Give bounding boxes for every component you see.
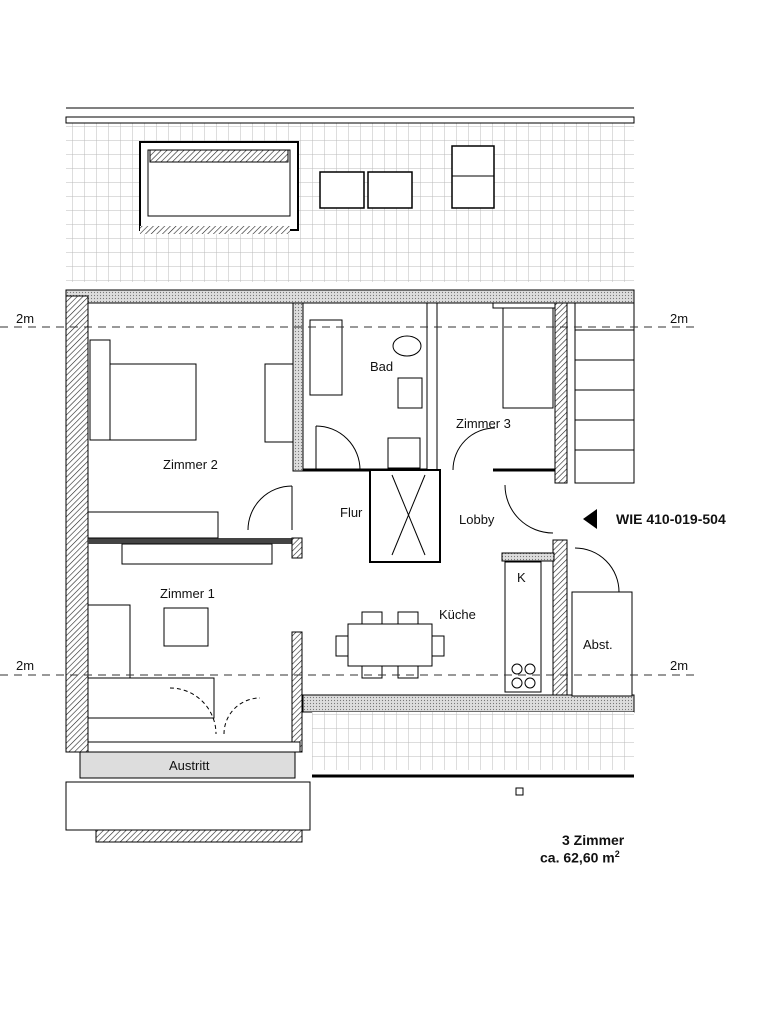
height-marker: 2m [16, 658, 35, 673]
room-label-austritt: Austritt [169, 758, 210, 773]
room-label-zimmer-3: Zimmer 3 [456, 416, 511, 431]
room-label-k: K [517, 570, 526, 585]
height-marker: 2m [670, 311, 689, 326]
room-label-flur: Flur [340, 505, 363, 520]
room-label-lobby: Lobby [459, 512, 495, 527]
rooms-count: 3 Zimmer [562, 832, 625, 848]
height-line-2m [0, 326, 700, 676]
room-label-zimmer-1: Zimmer 1 [160, 586, 215, 601]
area: ca. 62,60 m2 [540, 849, 620, 866]
unit-id: WIE 410-019-504 [616, 511, 726, 527]
height-marker: 2m [670, 658, 689, 673]
area-unit-superscript: 2 [614, 849, 620, 859]
walls [65, 289, 635, 753]
roof-top [65, 107, 635, 282]
room-label-abstellraum: Abst. [583, 637, 613, 652]
area-value: ca. 62,60 m [540, 849, 615, 866]
entrance-arrow-icon [583, 509, 597, 529]
terrace [65, 712, 634, 843]
door-swings [169, 425, 620, 735]
room-label-zimmer-2: Zimmer 2 [163, 457, 218, 472]
room-label-kueche: Küche [439, 607, 476, 622]
furniture [87, 307, 554, 749]
height-marker: 2m [16, 311, 35, 326]
room-label-bad: Bad [370, 359, 394, 374]
